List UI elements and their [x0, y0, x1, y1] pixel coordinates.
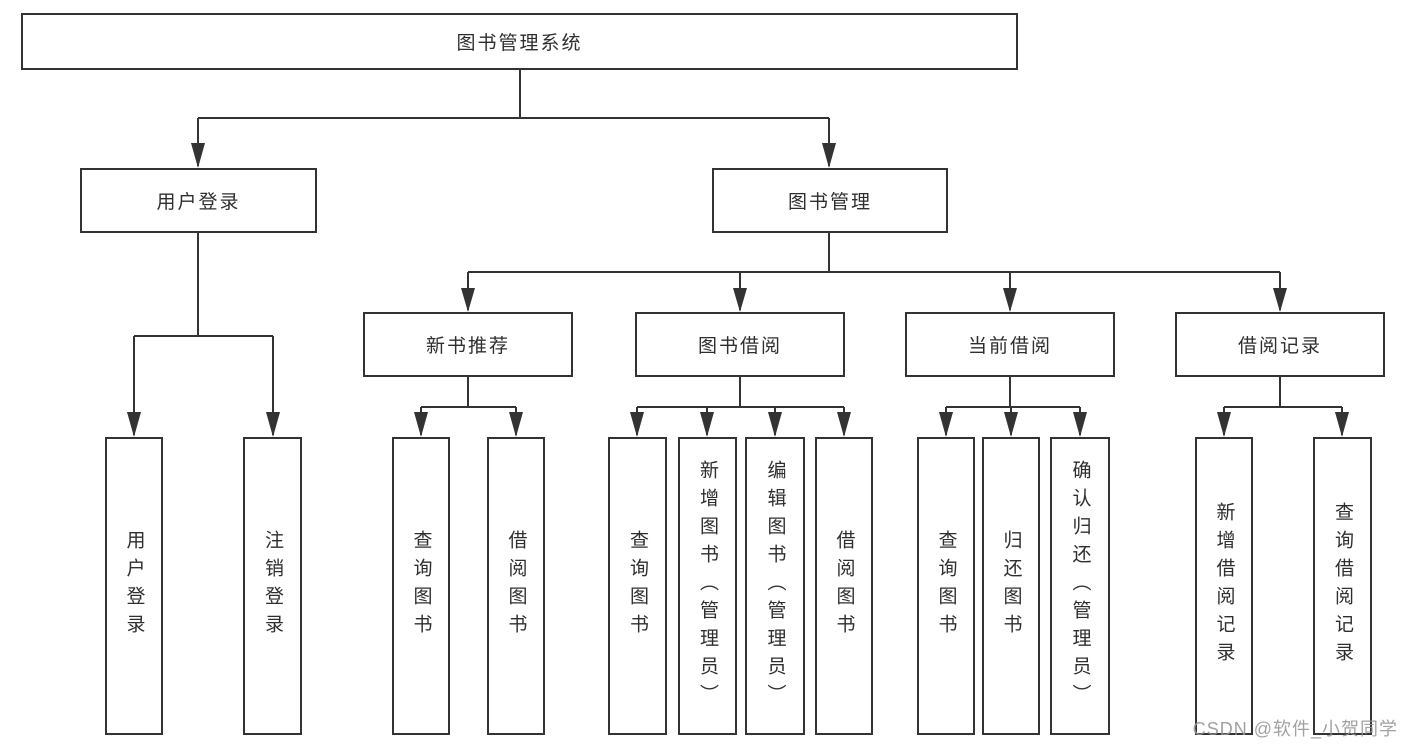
leaf-add-borrow-record: 新增借阅记录 [1195, 437, 1253, 735]
node-book-management: 图书管理 [712, 168, 948, 233]
leaf-user-login: 用户登录 [105, 437, 163, 735]
leaf-edit-book-admin: 编辑图书（管理员） [745, 437, 805, 735]
leaf-add-book-admin: 新增图书（管理员） [678, 437, 737, 735]
node-borrow-records: 借阅记录 [1175, 312, 1385, 377]
leaf-query-books-current: 查询图书 [917, 437, 975, 735]
node-new-book-recommend: 新书推荐 [363, 312, 573, 377]
leaf-query-books-recommend: 查询图书 [392, 437, 450, 735]
node-book-borrow: 图书借阅 [635, 312, 845, 377]
node-library-system: 图书管理系统 [21, 13, 1018, 70]
leaf-return-book: 归还图书 [982, 437, 1040, 735]
node-user-login: 用户登录 [80, 168, 317, 233]
arrowheads [127, 143, 1349, 437]
leaf-logout: 注销登录 [243, 437, 302, 735]
node-current-borrow: 当前借阅 [905, 312, 1115, 377]
leaf-query-borrow-record: 查询借阅记录 [1313, 437, 1372, 735]
leaf-query-books-borrow: 查询图书 [608, 437, 667, 735]
leaf-borrow-books-recommend: 借阅图书 [487, 437, 545, 735]
leaf-borrow-books: 借阅图书 [815, 437, 873, 735]
leaf-confirm-return-admin: 确认归还（管理员） [1050, 437, 1110, 735]
csdn-watermark: CSDN @软件_小贺同学 [1192, 719, 1398, 739]
